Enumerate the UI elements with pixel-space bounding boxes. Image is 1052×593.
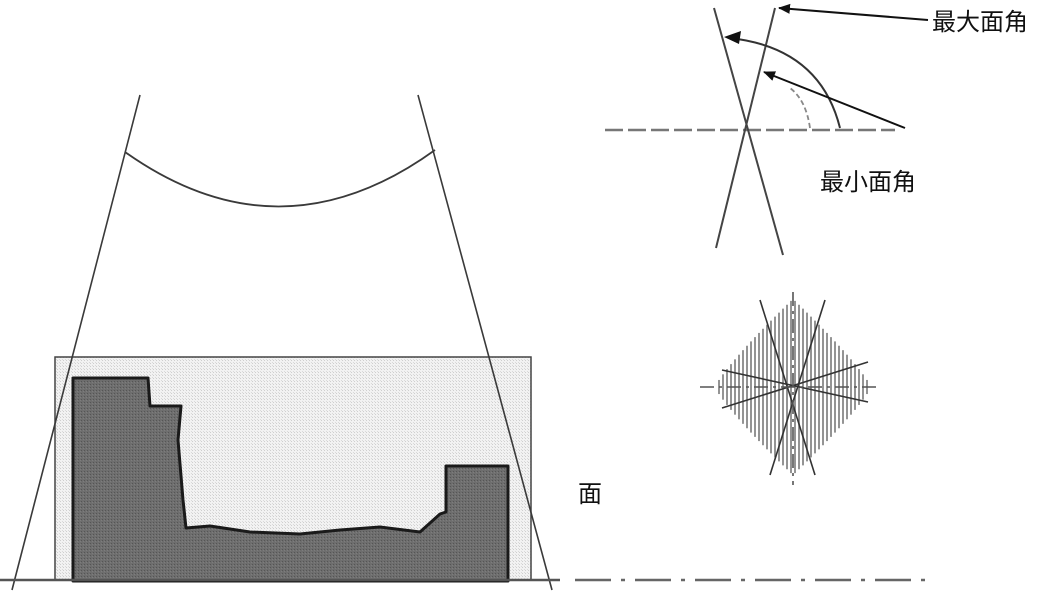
face-label: 面 (578, 480, 602, 508)
cone-right-line (417, 94, 553, 591)
star-ray-1 (721, 369, 869, 403)
max-angle-arc-arrowhead (724, 31, 741, 44)
angle-line-a (713, 7, 784, 256)
min-face-angle-label: 最小面角 (820, 168, 916, 196)
star-ray-2 (721, 361, 869, 409)
lens-arc (124, 149, 436, 208)
star-ray-4 (769, 299, 826, 476)
angle-line-b (715, 7, 776, 249)
cone-left-line (11, 94, 141, 591)
min-angle-pointer (763, 71, 906, 129)
angle-definition: 最大面角 最小面角 (605, 3, 1028, 256)
facet-star (700, 292, 880, 485)
min-angle-arc (789, 87, 811, 129)
workpiece-profile (71, 376, 510, 583)
max-angle-pointer (778, 3, 929, 21)
max-face-angle-label: 最大面角 (932, 8, 1028, 36)
max-angle-arc (729, 37, 841, 129)
workpiece-view: 面 (0, 94, 930, 591)
